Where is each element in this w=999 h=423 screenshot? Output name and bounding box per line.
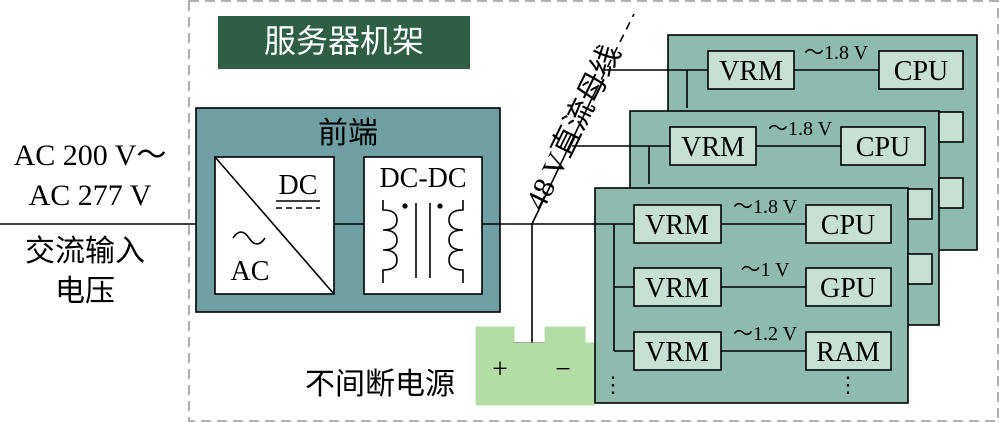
back-board-peek-1 <box>938 111 964 143</box>
cpu-middle <box>840 126 926 166</box>
ups-plus: + <box>492 354 508 385</box>
ram-front <box>805 331 892 371</box>
front-board-ellipsis-right: ⋮ <box>837 372 859 397</box>
ac-dc-output-label: DC <box>279 170 318 201</box>
back-board-peek-2 <box>938 177 964 209</box>
front-cpu-voltage: ～1.8 V <box>733 196 798 218</box>
input-voltage-line2: AC 277 V <box>29 179 152 212</box>
ups-label: 不间断电源 <box>305 368 455 401</box>
front-end-title: 前端 <box>318 117 378 150</box>
cpu-back <box>878 50 964 90</box>
back-board-voltage: ～1.8 V <box>804 42 869 64</box>
vrm-back <box>707 50 795 90</box>
front-board-ellipsis-left: ⋮ <box>602 372 624 397</box>
rack-title-box <box>218 16 470 69</box>
cpu-back-label: CPU <box>894 56 948 87</box>
vrm-back-label: VRM <box>719 56 783 87</box>
gpu-front-label: GPU <box>820 273 876 304</box>
front-row-ram: VRM ～1.2 V RAM <box>633 323 892 371</box>
gpu-front <box>805 267 892 307</box>
vrm-front-gpu-label: VRM <box>645 273 709 304</box>
input-caption-line2: 电压 <box>55 275 115 308</box>
front-row-cpu: VRM ～1.8 V CPU <box>633 196 892 244</box>
cpu-middle-label: CPU <box>856 132 910 163</box>
ram-front-label: RAM <box>816 337 880 368</box>
ac-dc-input-label: AC <box>231 256 270 287</box>
front-gpu-voltage: ～1 V <box>740 259 790 281</box>
dc-bus-solid <box>531 91 596 225</box>
vrm-front-cpu-label: VRM <box>645 210 709 241</box>
vrm-middle-label: VRM <box>681 132 745 163</box>
front-row-gpu: VRM ～1 V GPU <box>633 259 892 307</box>
middle-board-peek-2 <box>907 253 933 285</box>
middle-board-peek-1 <box>907 188 933 220</box>
input-caption-line1: 交流输入 <box>25 235 145 268</box>
front-ram-voltage: ～1.2 V <box>733 323 798 345</box>
cpu-front-label: CPU <box>821 210 875 241</box>
middle-board-voltage: ～1.8 V <box>768 118 833 140</box>
cpu-front <box>805 204 892 244</box>
dc-bus-dashed <box>594 13 635 93</box>
ac-wave-icon <box>232 231 266 245</box>
server-rack-border <box>188 0 999 422</box>
rack-title: 服务器机架 <box>264 23 424 59</box>
input-voltage-line1: AC 200 V～ <box>14 139 167 172</box>
ups-minus: − <box>555 354 571 385</box>
ups-battery <box>475 326 595 406</box>
transformer-icon <box>382 200 464 283</box>
vrm-middle <box>669 126 757 166</box>
ac-dc-diagonal <box>214 156 335 295</box>
vrm-front-cpu <box>633 204 722 244</box>
vrm-front-ram <box>633 331 722 371</box>
vrm-front-ram-label: VRM <box>645 337 709 368</box>
dc-dc-label: DC-DC <box>379 163 466 194</box>
